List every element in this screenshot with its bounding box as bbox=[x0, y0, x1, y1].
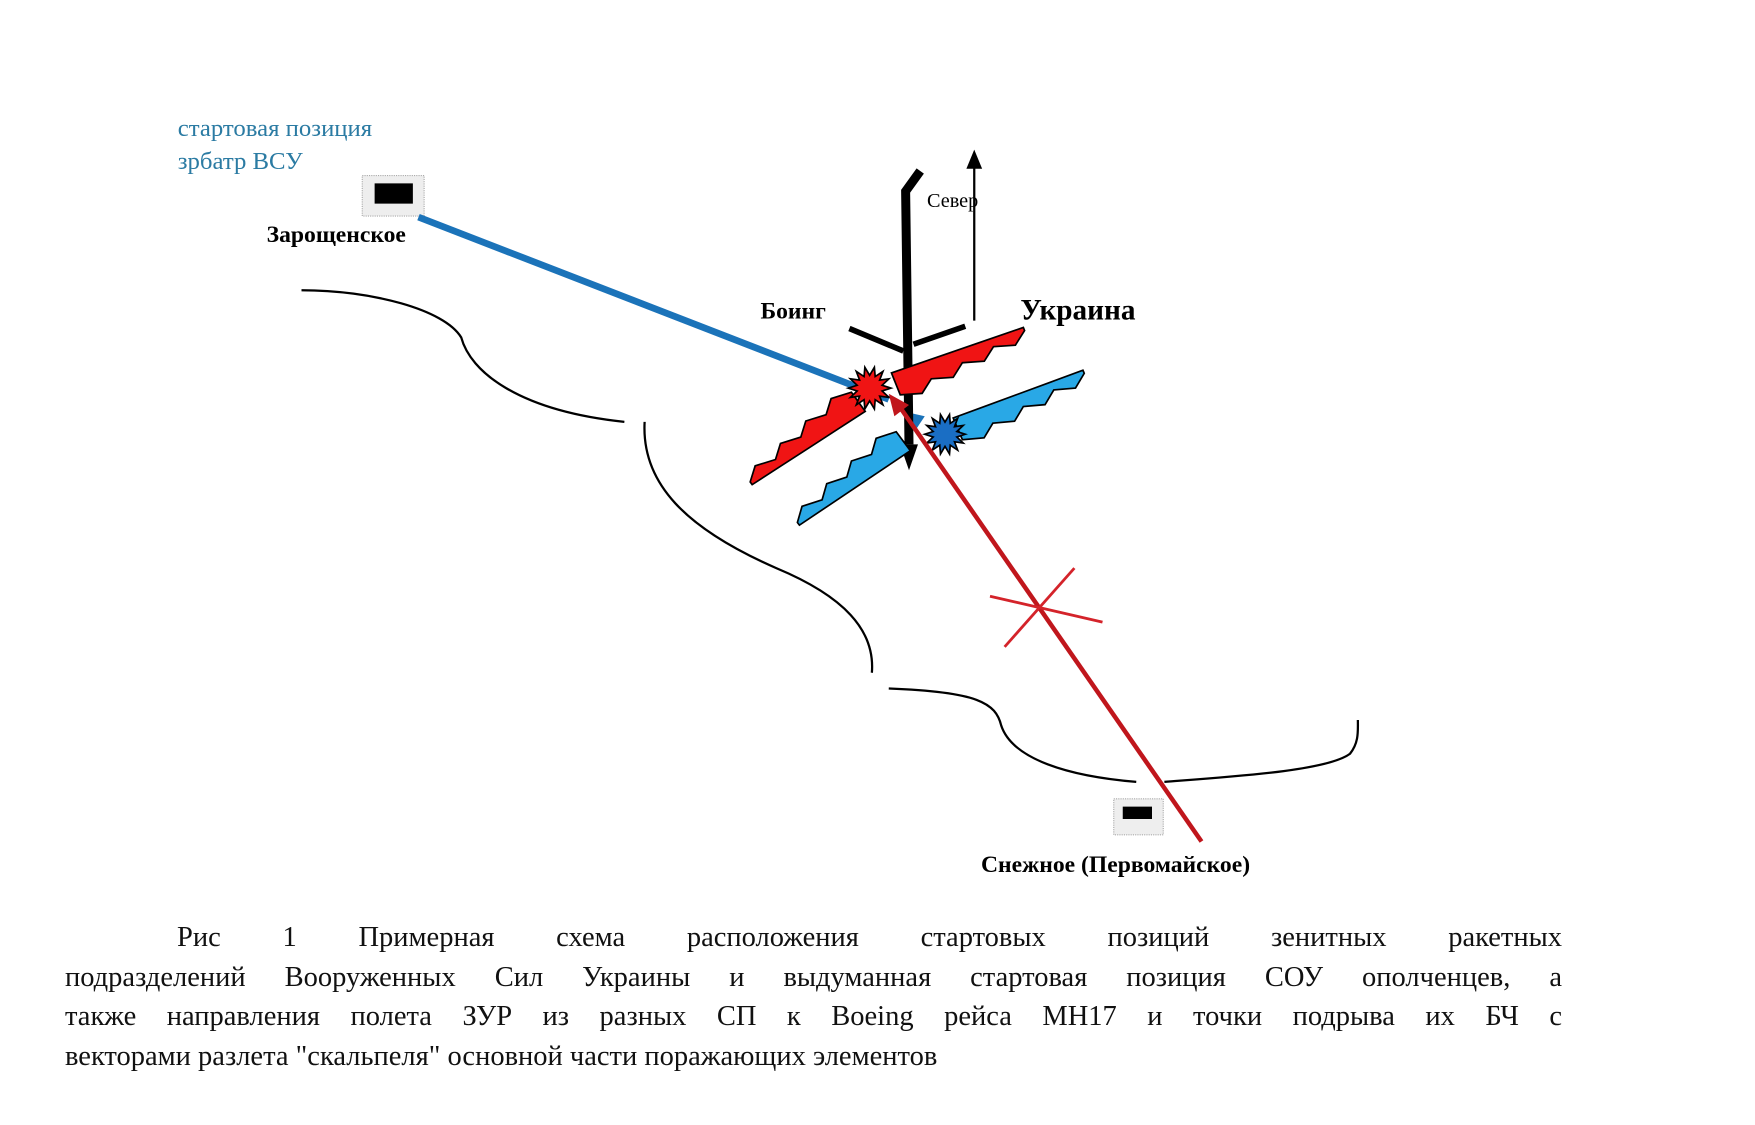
caption-line: подразделений Вооруженных Сил Украины и … bbox=[65, 961, 1562, 993]
caption-line: также направления полета ЗУР из разных С… bbox=[65, 1001, 1562, 1032]
launch-position-label-line1: стартовая позиция bbox=[178, 115, 372, 142]
boeing-label: Боинг bbox=[761, 298, 827, 324]
blue-detonation-burst-icon bbox=[921, 411, 969, 457]
snezhnoe-label: Снежное (Первомайское) bbox=[981, 852, 1250, 878]
zaroshchenskoe-missile-path bbox=[417, 213, 890, 403]
red-detonation-burst-icon bbox=[845, 364, 894, 412]
snezhnoe-launcher-icon bbox=[1113, 798, 1164, 836]
snezhnoe-missile-path bbox=[898, 405, 1204, 843]
red-fragment-vector-icon bbox=[890, 326, 1026, 396]
blue-fragment-vector-icon bbox=[796, 430, 912, 527]
ukraine-label: Украина bbox=[1020, 295, 1136, 327]
coastline bbox=[301, 289, 1360, 783]
launch-position-label-line2: зрбатр ВСУ bbox=[178, 148, 303, 175]
caption-line: Рис 1 Примерная схема расположения старт… bbox=[177, 922, 1562, 953]
blue-fragment-vector-icon bbox=[952, 369, 1086, 441]
north-label: Север bbox=[927, 190, 978, 212]
red-missile-arrowhead bbox=[888, 393, 909, 417]
zaroshchenskoe-launcher-icon bbox=[361, 174, 425, 217]
caption-line: векторами разлета "скальпеля" основной ч… bbox=[65, 1040, 938, 1072]
figure-caption: Рис 1 Примерная схема расположения старт… bbox=[65, 918, 1562, 1076]
north-arrow-icon bbox=[966, 149, 983, 321]
red-fragment-vector-icon bbox=[749, 391, 867, 486]
intercept-cross-icon bbox=[989, 567, 1103, 648]
zaroshchenskoe-label: Зарощенское bbox=[267, 222, 406, 248]
